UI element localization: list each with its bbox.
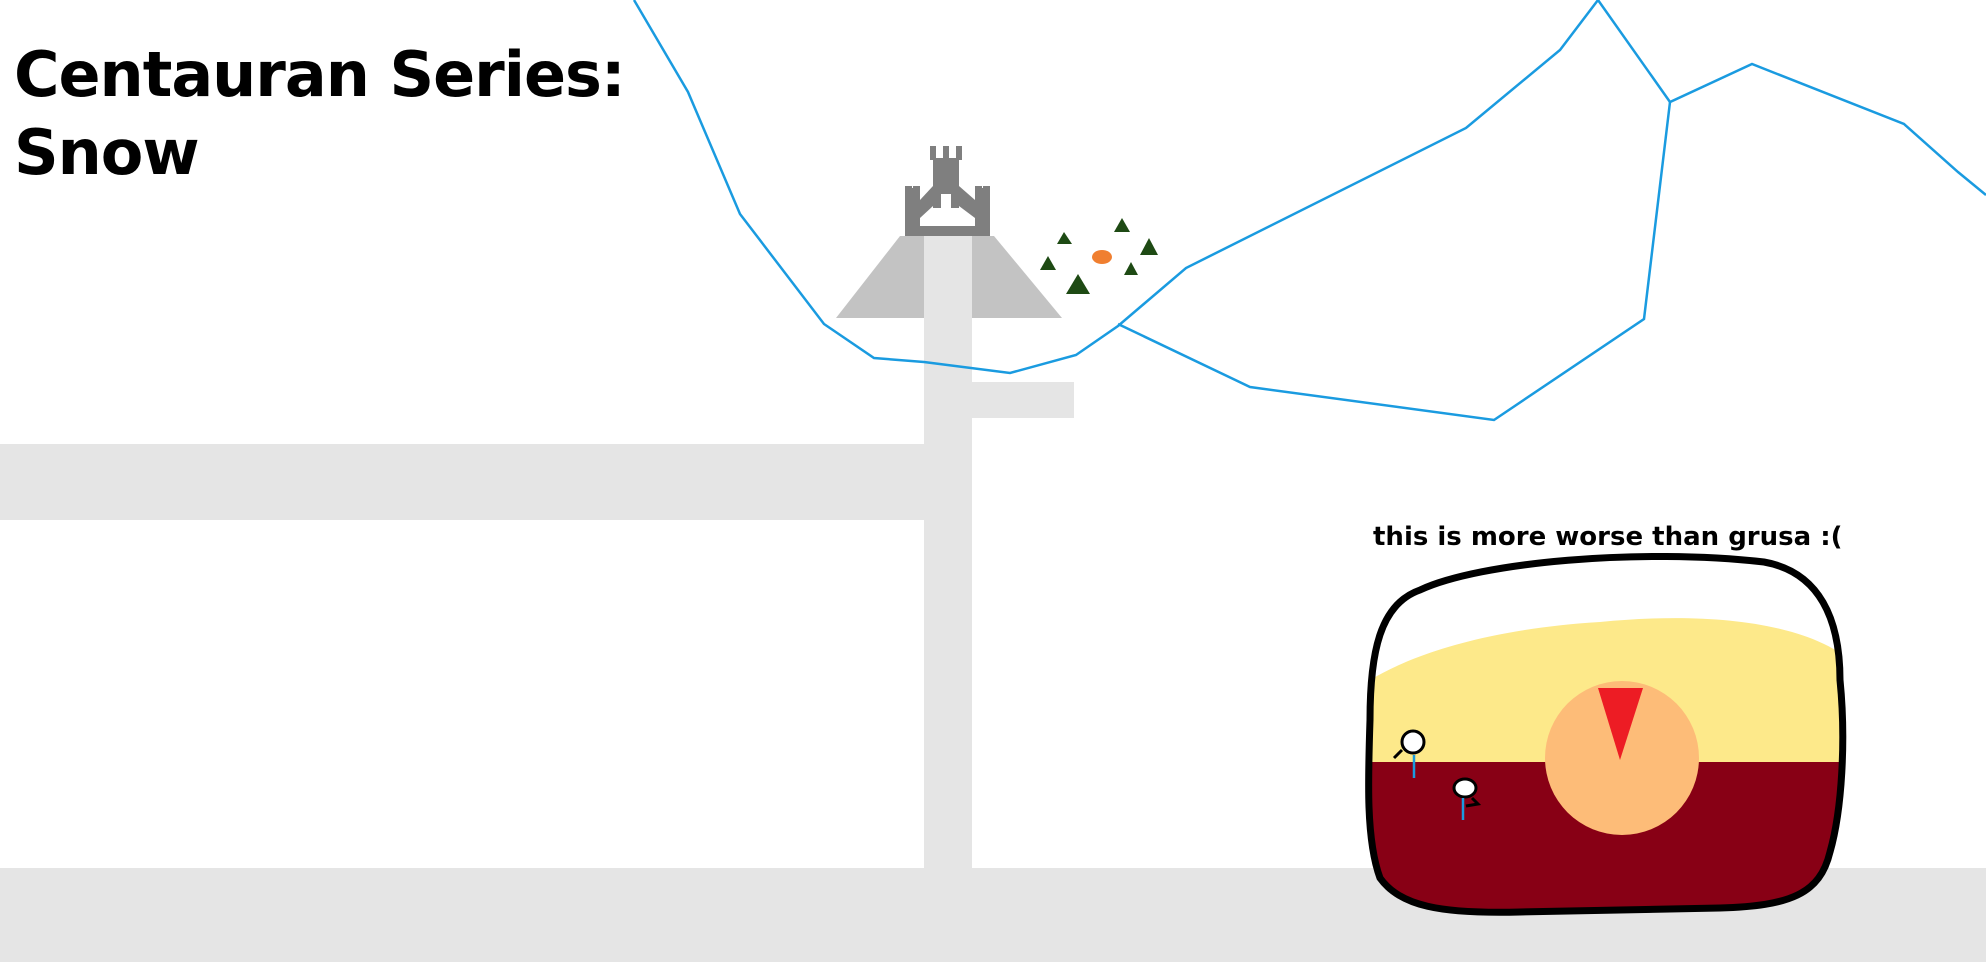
side-pipe-branch <box>972 382 1074 418</box>
mountain-line-lower <box>1117 101 1672 422</box>
page-title: Centauran Series: Snow <box>14 36 626 192</box>
emblem-circle <box>1545 681 1699 835</box>
tree-icon <box>1114 218 1130 232</box>
person-figure <box>1392 729 1426 778</box>
horizontal-pipe <box>0 444 924 520</box>
castle-base-pipe <box>924 236 972 318</box>
countryball <box>1365 553 1847 916</box>
mountain-line-left <box>632 0 1599 375</box>
caption-text: this is more worse than grusa :( <box>1373 522 1843 552</box>
title-line-2: Snow <box>14 116 200 189</box>
vertical-pipe <box>924 234 972 868</box>
castle-icon <box>905 146 990 236</box>
tree-cluster <box>1040 218 1158 294</box>
tree-icon <box>1040 256 1056 270</box>
tree-icon <box>1066 274 1090 294</box>
snow-cap <box>1370 560 1843 680</box>
tree-icon <box>1124 262 1138 275</box>
tree-icon <box>1057 232 1072 244</box>
ball-outline <box>1365 553 1847 916</box>
mountain-line-right <box>1596 0 1986 196</box>
emblem-triangle <box>1598 688 1643 760</box>
town-dot-icon <box>1092 250 1112 264</box>
tree-icon <box>1140 238 1158 255</box>
title-line-1: Centauran Series: <box>14 38 626 111</box>
person-figure <box>1452 777 1482 820</box>
